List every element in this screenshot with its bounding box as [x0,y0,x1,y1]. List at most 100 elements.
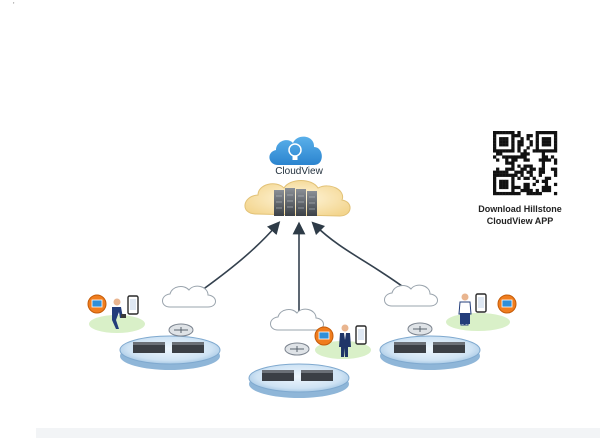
qr-module [547,185,552,190]
qr-module [508,155,512,159]
qr-module [508,191,512,196]
qr-module [499,152,503,156]
firewall-device [262,370,333,381]
qr-module [505,179,509,184]
qr-module [547,140,552,144]
qr-module [532,149,536,153]
qr-module [505,137,509,141]
qr-module [541,143,546,147]
site-center [248,308,371,398]
qr-module [532,167,536,171]
qr-module [535,149,539,153]
qr-module [553,149,558,153]
qr-module [520,140,524,144]
qr-module [523,185,527,190]
qr-module [505,131,509,135]
monitor-badge-icon [314,326,334,346]
qr-module [553,131,558,135]
qr-module [529,170,533,174]
qr-module [505,140,509,144]
cloudview-label: CloudView [275,166,323,177]
qr-module [520,155,524,159]
qr-module [547,143,552,147]
qr-module [511,179,515,184]
qr-module [496,158,500,162]
qr-module [493,182,497,187]
firewall-device [133,342,204,353]
qr-module [496,152,500,156]
qr-code-icon [491,129,559,197]
qr-module [535,131,539,135]
qr-module [511,161,515,165]
qr-module [520,170,524,174]
qr-module [502,185,506,190]
qr-module [529,188,533,193]
qr-module [523,155,527,159]
qr-module [499,140,503,144]
qr-module [508,131,512,135]
qr-module [502,149,506,153]
qr-module [499,185,503,190]
qr-module [517,143,521,147]
qr-module [538,149,542,153]
qr-module [496,170,500,174]
qr-module [493,170,497,174]
qr-module [535,188,539,193]
qr-module [553,182,558,187]
qr-module [553,170,558,174]
qr-module [493,134,497,138]
router-icon [284,342,310,356]
qr-module [538,131,542,135]
qr-module [526,176,530,180]
qr-module [517,134,521,138]
qr-module [535,179,539,184]
link-left [197,221,281,294]
qr-module [541,185,546,190]
qr-module [493,140,497,144]
qr-module [496,131,500,135]
link-right [311,221,411,293]
qr-module [493,149,497,153]
lightbulb-cloud-icon [269,136,322,165]
qr-module [535,140,539,144]
qr-module [511,182,515,187]
qr-module [511,191,515,196]
green-halo [446,313,510,331]
qr-module [541,161,546,165]
qr-module [499,182,503,187]
qr-module [529,164,533,168]
qr-module [505,170,509,174]
qr-module [493,146,497,150]
qr-module [505,158,509,162]
qr-module [541,137,546,141]
qr-module [511,137,515,141]
qr-module [520,137,524,141]
qr-module [541,164,546,168]
qr-module [520,143,524,147]
qr-module [514,155,518,159]
qr-module [502,179,506,184]
qr-module [493,185,497,190]
connection-lines [197,221,411,312]
qr-module [511,167,515,171]
qr-module [529,134,533,138]
qr-module [514,170,518,174]
qr-module [544,140,549,144]
qr-module [505,155,509,159]
qr-module [493,179,497,184]
qr-module [511,149,515,153]
qr-module [532,191,536,196]
qr-module [529,167,533,171]
qr-module [505,143,509,147]
qr-module [529,143,533,147]
qr-module [493,155,497,159]
qr-module [511,188,515,193]
qr-module [544,185,549,190]
qr-module [547,137,552,141]
qr-module [502,182,506,187]
qr-module [523,182,527,187]
qr-module [526,170,530,174]
qr-module [514,134,518,138]
qr-module [526,146,530,150]
